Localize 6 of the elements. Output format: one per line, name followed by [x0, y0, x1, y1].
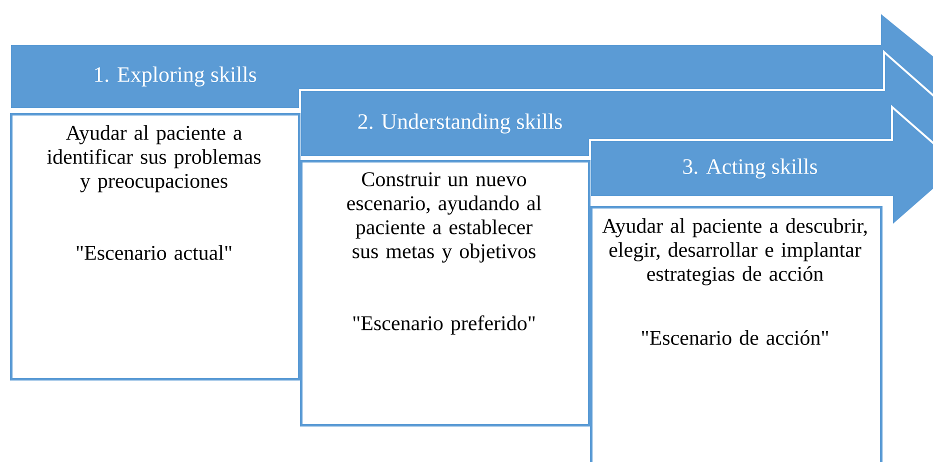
text-box: Ayudar al paciente a descubrir, elegir, desarrollar e implantar estrategias de acción "Escenario de acción"	[590, 206, 882, 462]
node-label: 3. Acting skills	[683, 158, 818, 178]
text-box: Construir un nuevo escenario, ayudando al paciente a establecer sus metas y objetivos "Escenario preferido"	[300, 160, 590, 426]
text-box: Ayudar al paciente a identificar sus problemas y preocupaciones "Escenario actual"	[10, 113, 300, 380]
node-label: 2. Understanding skills	[358, 113, 562, 134]
node-label: 1. Exploring skills	[95, 66, 256, 86]
